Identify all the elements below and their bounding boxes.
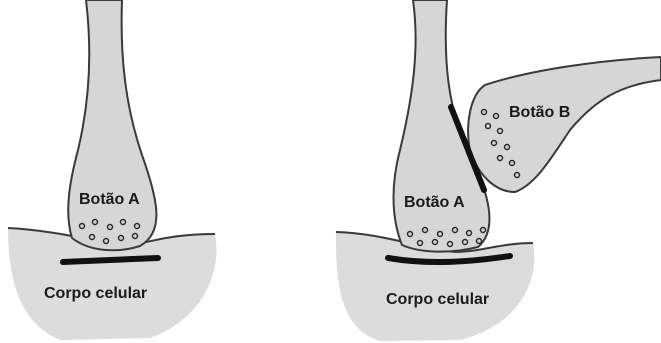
right-button-b [468, 57, 661, 192]
left-postsynaptic-bar [63, 258, 158, 262]
right-button-b-label: Botão B [509, 104, 570, 121]
right-cell-body-label: Corpo celular [386, 291, 489, 308]
left-panel: Botão A Corpo celular [8, 0, 216, 340]
left-axon-button [68, 0, 156, 250]
left-button-a-label: Botão A [79, 191, 140, 208]
right-panel: Botão A Botão B Corpo celular [336, 0, 661, 341]
right-button-a-label: Botão A [404, 194, 465, 211]
left-cell-body-label: Corpo celular [44, 285, 147, 302]
